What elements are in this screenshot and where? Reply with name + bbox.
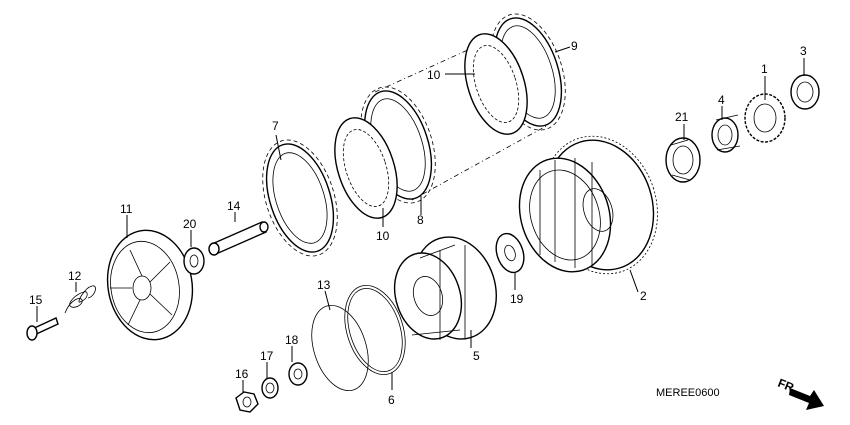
label-part-17: 17: [260, 349, 274, 363]
part-coil-spring-12[interactable]: [64, 285, 96, 314]
part-thrust-washer-19[interactable]: [491, 230, 528, 276]
part-spring-wire-13[interactable]: [302, 298, 379, 398]
part-lifter-piece-14[interactable]: [208, 221, 269, 256]
part-pressure-plate-11[interactable]: [99, 224, 201, 347]
label-part-1: 1: [761, 62, 768, 76]
part-needle-bearing-21[interactable]: [665, 137, 701, 183]
part-flange-bolt-15[interactable]: [26, 317, 59, 341]
label-part-9: 9: [571, 39, 578, 53]
label-part-5: 5: [473, 349, 480, 363]
part-labels: 1 2 3 4 5 6 7 8 9 10 10 11 12 13 14 15 1…: [29, 39, 807, 407]
label-part-2: 2: [640, 289, 647, 303]
label-part-12: 12: [68, 269, 82, 283]
part-clutch-spring-6[interactable]: [334, 278, 416, 383]
part-lock-nut-16[interactable]: [235, 391, 259, 413]
label-part-8: 8: [417, 213, 424, 227]
part-ball-bearing-20[interactable]: [183, 247, 205, 275]
part-collar-4[interactable]: [711, 114, 741, 153]
part-clutch-plate-10-lower[interactable]: [323, 110, 408, 226]
label-part-7: 7: [272, 119, 279, 133]
label-part-16: 16: [235, 367, 249, 381]
part-lock-washer-17[interactable]: [261, 377, 279, 399]
part-drive-sprocket-1[interactable]: [744, 93, 786, 143]
label-part-20: 20: [183, 217, 197, 231]
label-part-13: 13: [317, 278, 331, 292]
part-ring-3[interactable]: [790, 74, 820, 110]
part-clutch-plate-10-upper[interactable]: [453, 26, 538, 142]
label-part-21: 21: [675, 110, 689, 124]
part-washer-18[interactable]: [288, 362, 308, 386]
label-part-14: 14: [227, 199, 241, 213]
part-clutch-outer-housing-2[interactable]: [505, 121, 675, 289]
label-part-10-upper: 10: [427, 68, 441, 82]
diagram-code: MEREE0600: [656, 387, 720, 399]
stack-guide-lines: [374, 29, 549, 201]
front-direction-arrow: FR.: [776, 376, 824, 410]
part-clutch-center-5[interactable]: [384, 226, 509, 350]
label-part-4: 4: [718, 93, 725, 107]
label-part-19: 19: [510, 292, 524, 306]
part-friction-disc-7[interactable]: [249, 130, 351, 265]
leader-lines: [36, 46, 805, 392]
label-part-6: 6: [388, 393, 395, 407]
label-part-10-lower: 10: [376, 229, 390, 243]
label-part-3: 3: [800, 44, 807, 58]
label-part-11: 11: [120, 202, 133, 216]
label-part-15: 15: [29, 293, 43, 307]
direction-label: FR.: [776, 376, 799, 396]
label-part-18: 18: [285, 333, 299, 347]
